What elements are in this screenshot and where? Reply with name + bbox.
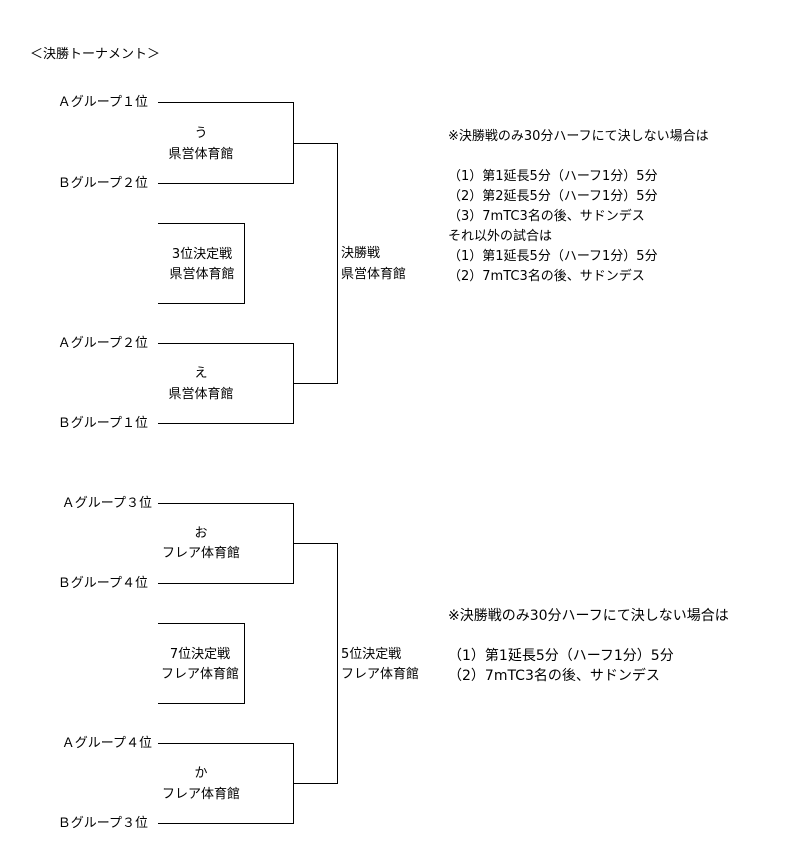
note-line: （2）7mTC3名の後、サドンデス bbox=[448, 668, 660, 684]
team-b-group-1st: Ｂグループ１位 bbox=[57, 416, 148, 431]
bracket-line bbox=[158, 183, 294, 184]
bracket-line bbox=[293, 543, 338, 544]
bracket-line bbox=[293, 383, 338, 384]
third-place-label: 3位決定戦 bbox=[171, 247, 233, 262]
team-b-group-2nd: Ｂグループ２位 bbox=[57, 176, 148, 191]
bracket-line bbox=[158, 743, 294, 744]
match-id-o: お bbox=[194, 526, 208, 541]
match-venue: フレア体育館 bbox=[161, 787, 240, 802]
overtime-notes: ※決勝戦のみ30分ハーフにて決しない場合は （1）第1延長5分（ハーフ1分）5分… bbox=[448, 606, 729, 686]
fifth-place-label: 5位決定戦 bbox=[341, 647, 402, 662]
team-a-group-2nd: Ａグループ２位 bbox=[57, 336, 148, 351]
match-venue: 県営体育館 bbox=[168, 147, 234, 162]
seventh-place-label: 7位決定戦 bbox=[169, 647, 231, 662]
team-b-group-3rd: Ｂグループ３位 bbox=[57, 816, 148, 831]
note-line: （2）7mTC3名の後、サドンデス bbox=[448, 269, 645, 284]
final-label: 決勝戦 bbox=[341, 246, 381, 261]
note-line: （1）第1延長5分（ハーフ1分）5分 bbox=[448, 648, 674, 664]
team-a-group-4th: Ａグループ４位 bbox=[61, 736, 152, 751]
seventh-place-venue: フレア体育館 bbox=[160, 667, 239, 682]
box-line bbox=[158, 223, 245, 224]
bracket-line bbox=[158, 503, 294, 504]
box-line bbox=[158, 303, 245, 304]
bracket-line bbox=[158, 343, 294, 344]
team-b-group-4th: Ｂグループ４位 bbox=[57, 576, 148, 591]
match-venue: フレア体育館 bbox=[161, 546, 240, 561]
note-line bbox=[448, 147, 709, 167]
third-place-venue: 県営体育館 bbox=[169, 267, 235, 282]
bracket-line bbox=[158, 102, 294, 103]
box-line bbox=[158, 623, 245, 624]
note-line: ※決勝戦のみ30分ハーフにて決しない場合は bbox=[448, 129, 709, 144]
final-venue: 県営体育館 bbox=[341, 267, 407, 282]
box-line bbox=[244, 223, 245, 304]
fifth-place-venue: フレア体育館 bbox=[341, 667, 420, 682]
note-line: （2）第2延長5分（ハーフ1分）5分 bbox=[448, 189, 658, 204]
bracket-line bbox=[158, 583, 294, 584]
bracket-line bbox=[337, 143, 338, 384]
match-id-u: う bbox=[194, 126, 208, 141]
note-line: （1）第1延長5分（ハーフ1分）5分 bbox=[448, 169, 658, 184]
note-line: （3）7mTC3名の後、サドンデス bbox=[448, 209, 645, 224]
note-line bbox=[448, 626, 729, 646]
bracket-line bbox=[293, 143, 338, 144]
match-id-e: え bbox=[194, 366, 208, 381]
box-line bbox=[158, 703, 245, 704]
match-id-ka: か bbox=[194, 766, 208, 781]
note-line: ※決勝戦のみ30分ハーフにて決しない場合は bbox=[448, 608, 729, 624]
match-venue: 県営体育館 bbox=[168, 387, 234, 402]
note-line: それ以外の試合は bbox=[448, 229, 553, 244]
team-a-group-1st: Ａグループ１位 bbox=[57, 95, 148, 110]
bracket-line bbox=[337, 543, 338, 784]
note-line: （1）第1延長5分（ハーフ1分）5分 bbox=[448, 249, 658, 264]
bracket-line bbox=[158, 423, 294, 424]
overtime-notes: ※決勝戦のみ30分ハーフにて決しない場合は （1）第1延長5分（ハーフ1分）5分… bbox=[448, 127, 709, 287]
team-a-group-3rd: Ａグループ３位 bbox=[61, 496, 152, 511]
box-line bbox=[244, 623, 245, 704]
page-title: ＜決勝トーナメント＞ bbox=[30, 47, 161, 62]
bracket-line bbox=[293, 783, 338, 784]
bracket-line bbox=[158, 823, 294, 824]
